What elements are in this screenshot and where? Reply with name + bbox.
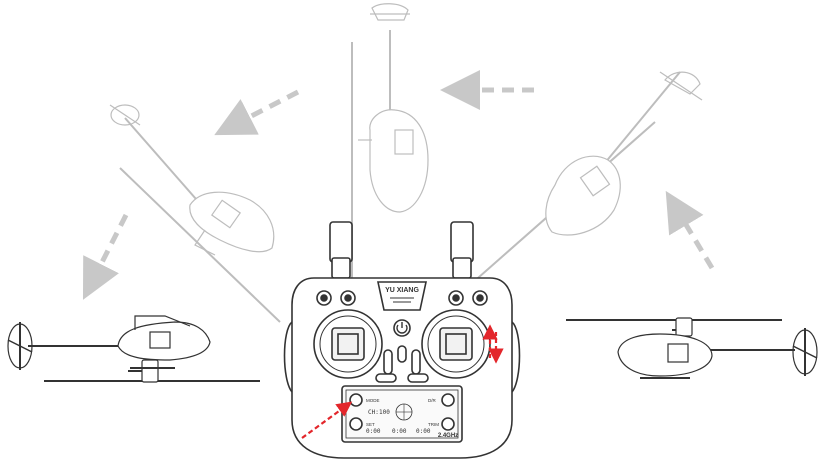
trim-right — [411, 349, 421, 375]
screen-button-right-bottom — [441, 417, 455, 431]
screen-button-label-dr: D/R — [428, 398, 437, 403]
transmitter: YU XIANG — [283, 221, 521, 459]
helicopter-upper-right — [469, 71, 703, 286]
trim-center — [397, 345, 407, 363]
helicopter-upper-left — [109, 104, 281, 323]
helicopter-right-level — [566, 317, 818, 379]
brand-logo: YU XIANG — [385, 287, 419, 294]
gray-dashed-arrow-icon — [82, 70, 715, 300]
red-dashed-arrow-icon — [301, 401, 353, 439]
helicopter-top-vertical — [351, 3, 429, 325]
screen-button-label-trim: TRIM — [428, 422, 439, 427]
helicopter-left-level — [7, 315, 260, 383]
screen-button-left-bottom — [349, 417, 363, 431]
antenna-right — [450, 221, 474, 263]
screen-timer-left: 0:00 — [366, 428, 381, 435]
screen-button-label-mode: MODE — [366, 398, 380, 403]
trim-left — [383, 349, 393, 375]
red-up-down-arrow-icon — [482, 324, 504, 364]
screen-ch-value: 100 — [379, 409, 390, 416]
band-label: 2.4GHz — [438, 433, 458, 439]
power-icon — [396, 322, 408, 334]
screen-timer-mid: 0:00 — [392, 428, 407, 435]
antenna-left — [329, 221, 353, 263]
screen-ch-label: CH: — [368, 409, 379, 416]
screen-button-right-top — [441, 393, 455, 407]
screen-button-left-top — [349, 393, 363, 407]
screen-button-label-set: SET — [366, 422, 375, 427]
screen-timer-right: 0:00 — [416, 428, 431, 435]
